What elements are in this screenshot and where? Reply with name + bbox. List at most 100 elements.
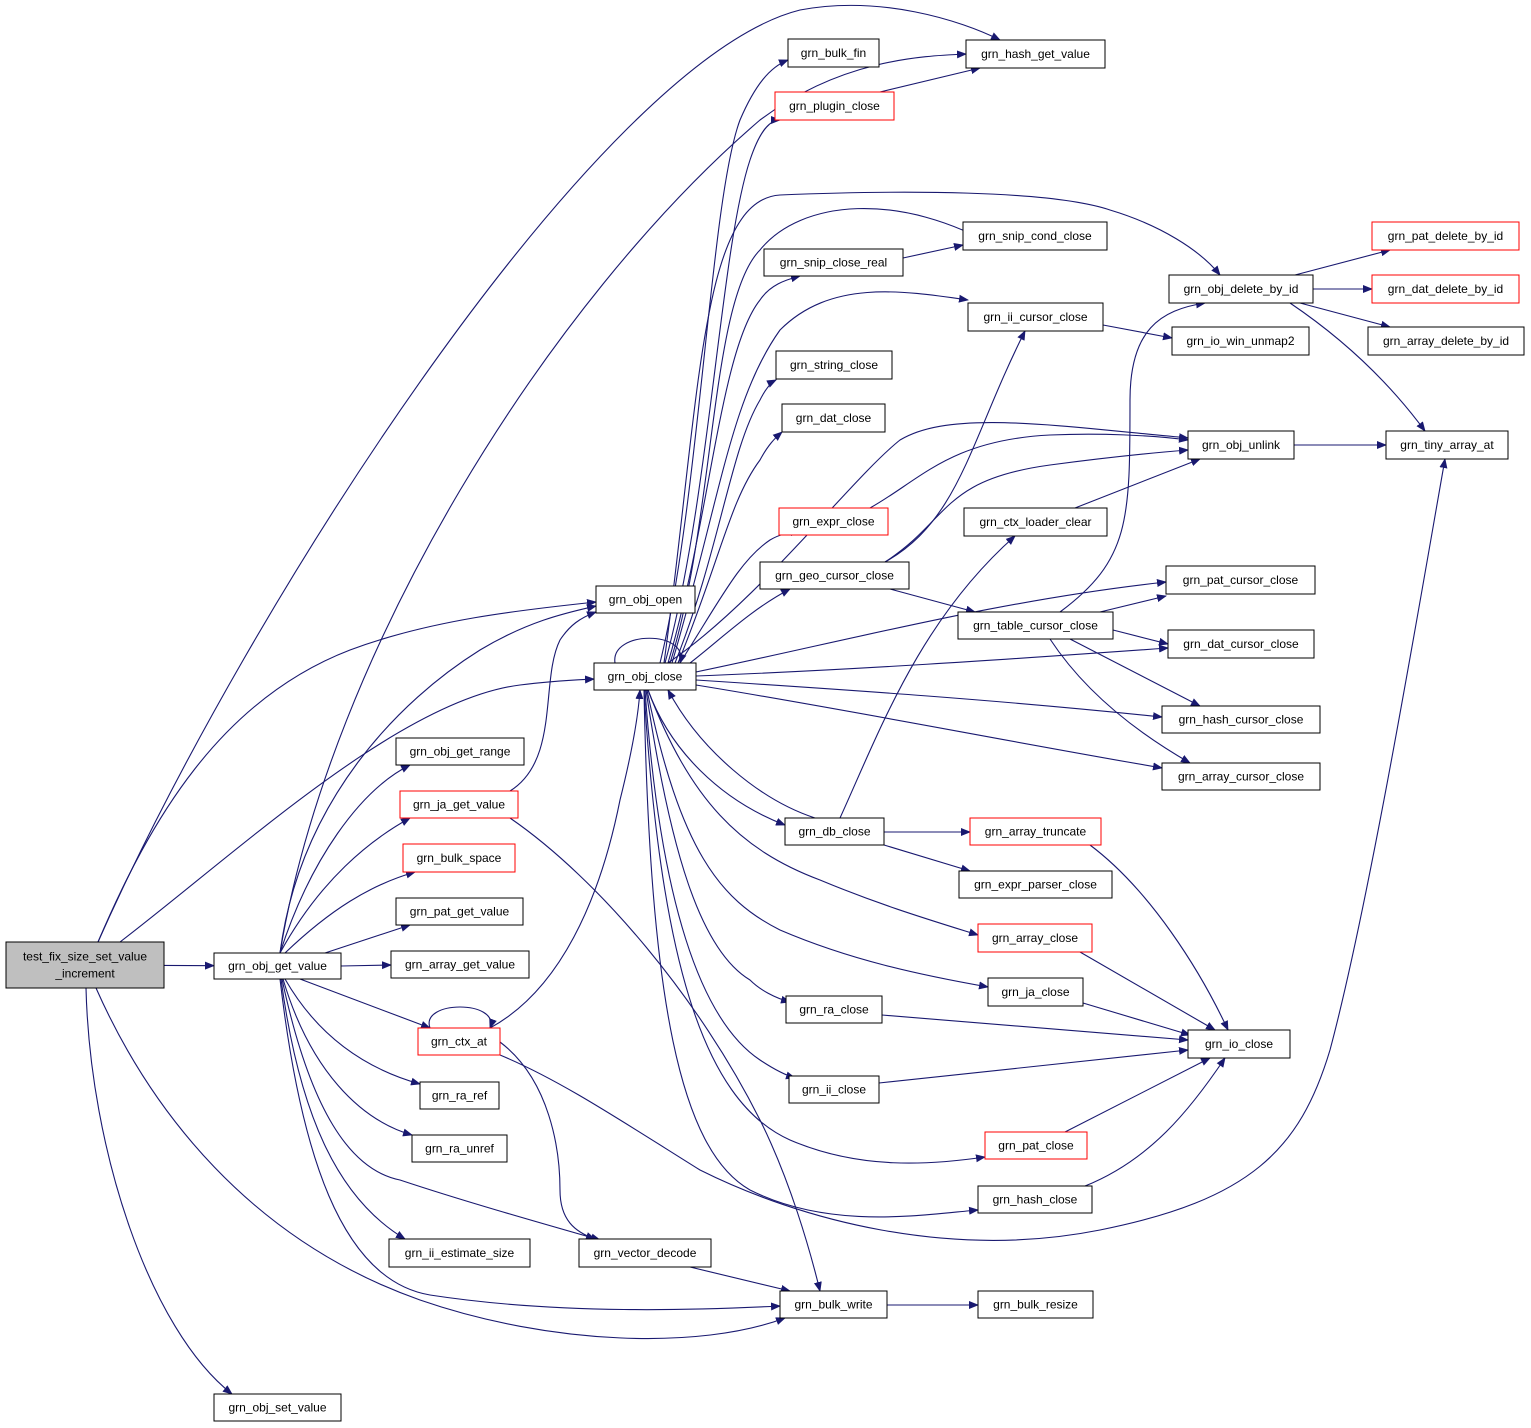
node-box[interactable] bbox=[1168, 274, 1314, 304]
node-ii-cursor-close[interactable]: grn_ii_cursor_close bbox=[967, 302, 1104, 332]
node-pat-delete-by-id[interactable]: grn_pat_delete_by_id bbox=[1371, 221, 1520, 251]
node-snip-cond-close[interactable]: grn_snip_cond_close bbox=[962, 221, 1108, 251]
node-box[interactable] bbox=[578, 1238, 712, 1268]
node-expr-close[interactable]: grn_expr_close bbox=[778, 507, 889, 536]
node-box[interactable] bbox=[785, 995, 883, 1024]
node-io-win-unmap2[interactable]: grn_io_win_unmap2 bbox=[1171, 326, 1310, 356]
node-box[interactable] bbox=[967, 302, 1104, 332]
node-box[interactable] bbox=[787, 38, 880, 68]
node-box[interactable] bbox=[788, 1075, 880, 1104]
node-obj-delete-by-id[interactable]: grn_obj_delete_by_id bbox=[1168, 274, 1314, 304]
node-box[interactable] bbox=[402, 843, 516, 873]
node-snip-close-real[interactable]: grn_snip_close_real bbox=[763, 248, 904, 277]
node-box[interactable] bbox=[977, 923, 1093, 953]
node-box[interactable] bbox=[784, 817, 885, 846]
node-box[interactable] bbox=[781, 403, 886, 433]
node-box[interactable] bbox=[774, 91, 895, 121]
node-db-close[interactable]: grn_db_close bbox=[784, 817, 885, 846]
node-box[interactable] bbox=[977, 1290, 1094, 1319]
node-box[interactable] bbox=[957, 611, 1114, 640]
node-box[interactable] bbox=[399, 790, 519, 819]
node-box[interactable] bbox=[763, 248, 904, 277]
node-box[interactable] bbox=[1171, 326, 1310, 356]
node-ctx-at[interactable]: grn_ctx_at bbox=[417, 1027, 501, 1056]
node-pat-get-value[interactable]: grn_pat_get_value bbox=[395, 897, 524, 926]
node-box[interactable] bbox=[1161, 705, 1321, 734]
node-box[interactable] bbox=[778, 507, 889, 536]
node-hash-close[interactable]: grn_hash_close bbox=[977, 1185, 1093, 1214]
node-set-value[interactable]: grn_obj_set_value bbox=[213, 1393, 342, 1422]
node-box[interactable] bbox=[1165, 565, 1316, 595]
node-ctx-loader-clear[interactable]: grn_ctx_loader_clear bbox=[963, 507, 1108, 537]
node-ja-close[interactable]: grn_ja_close bbox=[987, 977, 1084, 1007]
node-ja-get-value[interactable]: grn_ja_get_value bbox=[399, 790, 519, 819]
node-box[interactable] bbox=[213, 1393, 342, 1422]
node-box[interactable] bbox=[1371, 221, 1520, 251]
node-box[interactable] bbox=[1167, 629, 1315, 659]
node-box[interactable] bbox=[969, 817, 1102, 846]
node-box[interactable] bbox=[963, 507, 1108, 537]
node-array-cursor-close[interactable]: grn_array_cursor_close bbox=[1161, 762, 1321, 791]
node-box[interactable] bbox=[417, 1027, 501, 1056]
node-box[interactable] bbox=[388, 1238, 531, 1268]
node-box[interactable] bbox=[390, 950, 530, 979]
node-plugin-close[interactable]: grn_plugin_close bbox=[774, 91, 895, 121]
node-array-get-value[interactable]: grn_array_get_value bbox=[390, 950, 530, 979]
node-obj-close[interactable]: grn_obj_close bbox=[593, 662, 697, 691]
node-bulk-fin[interactable]: grn_bulk_fin bbox=[787, 38, 880, 68]
node-box[interactable] bbox=[987, 977, 1084, 1007]
node-box[interactable] bbox=[1371, 274, 1520, 304]
node-box[interactable] bbox=[759, 561, 910, 590]
node-bulk-space[interactable]: grn_bulk_space bbox=[402, 843, 516, 873]
node-table-cursor-close[interactable]: grn_table_cursor_close bbox=[957, 611, 1114, 640]
node-box[interactable] bbox=[779, 1290, 888, 1319]
node-dat-delete-by-id[interactable]: grn_dat_delete_by_id bbox=[1371, 274, 1520, 304]
node-hash-get-value[interactable]: grn_hash_get_value bbox=[965, 39, 1106, 69]
node-box[interactable] bbox=[962, 221, 1108, 251]
node-ii-estimate-size[interactable]: grn_ii_estimate_size bbox=[388, 1238, 531, 1268]
node-obj-open[interactable]: grn_obj_open bbox=[595, 585, 696, 614]
node-box[interactable] bbox=[1187, 1029, 1291, 1059]
node-box[interactable] bbox=[1161, 762, 1321, 791]
node-box[interactable] bbox=[419, 1081, 500, 1110]
node-ra-unref[interactable]: grn_ra_unref bbox=[411, 1134, 508, 1163]
node-array-close[interactable]: grn_array_close bbox=[977, 923, 1093, 953]
node-array-truncate[interactable]: grn_array_truncate bbox=[969, 817, 1102, 846]
node-ra-close[interactable]: grn_ra_close bbox=[785, 995, 883, 1024]
node-root[interactable]: test_fix_size_set_value_increment bbox=[5, 941, 165, 989]
node-box[interactable] bbox=[5, 941, 165, 989]
node-box[interactable] bbox=[958, 870, 1113, 899]
node-get-value[interactable]: grn_obj_get_value bbox=[213, 952, 342, 980]
node-box[interactable] bbox=[395, 897, 524, 926]
node-box[interactable] bbox=[593, 662, 697, 691]
node-dat-close[interactable]: grn_dat_close bbox=[781, 403, 886, 433]
node-box[interactable] bbox=[395, 737, 525, 766]
node-geo-cursor-close[interactable]: grn_geo_cursor_close bbox=[759, 561, 910, 590]
node-pat-cursor-close[interactable]: grn_pat_cursor_close bbox=[1165, 565, 1316, 595]
node-ra-ref[interactable]: grn_ra_ref bbox=[419, 1081, 500, 1110]
node-string-close[interactable]: grn_string_close bbox=[775, 350, 893, 380]
node-bulk-resize[interactable]: grn_bulk_resize bbox=[977, 1290, 1094, 1319]
node-box[interactable] bbox=[1385, 430, 1509, 460]
node-array-delete-by-id[interactable]: grn_array_delete_by_id bbox=[1367, 326, 1525, 356]
node-vector-decode[interactable]: grn_vector_decode bbox=[578, 1238, 712, 1268]
node-dat-cursor-close[interactable]: grn_dat_cursor_close bbox=[1167, 629, 1315, 659]
node-box[interactable] bbox=[595, 585, 696, 614]
node-get-range[interactable]: grn_obj_get_range bbox=[395, 737, 525, 766]
node-box[interactable] bbox=[775, 350, 893, 380]
node-box[interactable] bbox=[213, 952, 342, 980]
node-hash-cursor-close[interactable]: grn_hash_cursor_close bbox=[1161, 705, 1321, 734]
node-box[interactable] bbox=[977, 1185, 1093, 1214]
node-box[interactable] bbox=[411, 1134, 508, 1163]
node-tiny-array-at[interactable]: grn_tiny_array_at bbox=[1385, 430, 1509, 460]
node-io-close[interactable]: grn_io_close bbox=[1187, 1029, 1291, 1059]
node-bulk-write[interactable]: grn_bulk_write bbox=[779, 1290, 888, 1319]
node-pat-close[interactable]: grn_pat_close bbox=[984, 1131, 1088, 1160]
node-expr-parser-close[interactable]: grn_expr_parser_close bbox=[958, 870, 1113, 899]
node-ii-close[interactable]: grn_ii_close bbox=[788, 1075, 880, 1104]
node-box[interactable] bbox=[965, 39, 1106, 69]
node-box[interactable] bbox=[1187, 430, 1295, 460]
node-box[interactable] bbox=[984, 1131, 1088, 1160]
node-box[interactable] bbox=[1367, 326, 1525, 356]
node-obj-unlink[interactable]: grn_obj_unlink bbox=[1187, 430, 1295, 460]
